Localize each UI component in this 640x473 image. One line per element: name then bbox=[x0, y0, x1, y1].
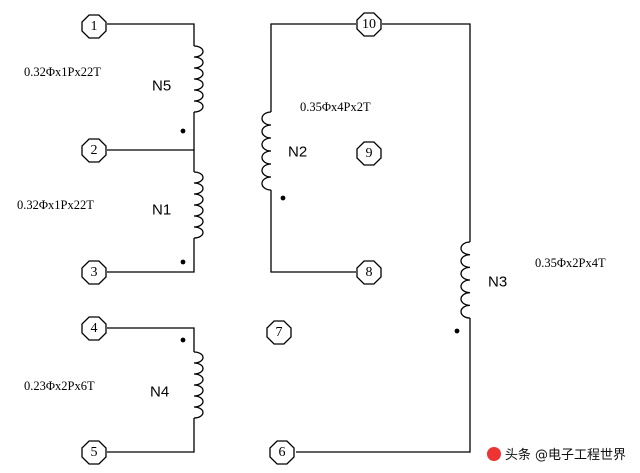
pin-6: 6 bbox=[269, 440, 295, 465]
coil-n5 bbox=[193, 45, 204, 113]
coil-n2 bbox=[261, 111, 272, 191]
winding-label-n5: N5 bbox=[152, 78, 171, 95]
spec-n2: 0.35Φx4Px2T bbox=[300, 100, 371, 114]
wire-pin1-n5 bbox=[107, 23, 195, 46]
polarity-dot-n2 bbox=[280, 195, 286, 201]
watermark: 头条 @电子工程世界 bbox=[486, 444, 626, 463]
coil-n4 bbox=[193, 351, 204, 419]
winding-label-n3: N3 bbox=[488, 274, 507, 291]
wire-n4-pin5 bbox=[107, 418, 195, 453]
pin-1: 1 bbox=[81, 14, 107, 39]
winding-label-n1: N1 bbox=[152, 202, 171, 219]
wiring bbox=[107, 23, 471, 453]
pin-9-label: 9 bbox=[366, 146, 373, 161]
coil-n3 bbox=[460, 241, 471, 319]
coil-n1 bbox=[193, 171, 204, 239]
wire-n3-pin6 bbox=[296, 318, 471, 453]
polarity-dot-n4 bbox=[180, 337, 186, 343]
pin-4-label: 4 bbox=[91, 321, 98, 336]
wire-pin2-tap bbox=[107, 149, 195, 172]
pin-2: 2 bbox=[81, 138, 107, 163]
wire-pin10-n3 bbox=[382, 23, 471, 242]
spec-n4: 0.23Φx2Px6T bbox=[24, 379, 95, 393]
pin-5: 5 bbox=[81, 440, 107, 465]
pin-7: 7 bbox=[266, 320, 292, 345]
pin-2-label: 2 bbox=[91, 143, 98, 158]
pin-3: 3 bbox=[81, 260, 107, 285]
pin-6-label: 6 bbox=[279, 445, 286, 460]
wire-n2-pin8 bbox=[270, 190, 356, 273]
spec-n5: 0.32Φx1Px22T bbox=[24, 65, 101, 79]
pin-9: 9 bbox=[356, 141, 382, 166]
spec-n1: 0.32Φx1Px22T bbox=[17, 198, 94, 212]
pin-3-label: 3 bbox=[91, 265, 98, 280]
pin-5-label: 5 bbox=[91, 445, 98, 460]
pin-1-label: 1 bbox=[91, 19, 98, 34]
pin-10-label: 10 bbox=[362, 17, 376, 32]
pin-8: 8 bbox=[356, 260, 382, 285]
winding-label-n4: N4 bbox=[150, 384, 169, 401]
spec-n3: 0.35Φx2Px4T bbox=[535, 256, 606, 270]
watermark-text: 头条 @电子工程世界 bbox=[504, 448, 626, 463]
pin-4: 4 bbox=[81, 316, 107, 341]
polarity-dot-n1 bbox=[180, 259, 186, 265]
pin-7-label: 7 bbox=[276, 325, 283, 340]
winding-label-n2: N2 bbox=[288, 144, 307, 161]
pin-8-label: 8 bbox=[366, 265, 373, 280]
wire-pin4-n4 bbox=[107, 327, 195, 352]
polarity-dot-n5 bbox=[180, 128, 186, 134]
wire-n1-pin3 bbox=[107, 238, 195, 273]
watermark-logo-icon bbox=[486, 446, 501, 461]
polarity-dot-n3 bbox=[454, 328, 460, 334]
wire-pin10-n2 bbox=[270, 23, 356, 112]
pin-10: 10 bbox=[356, 12, 382, 37]
